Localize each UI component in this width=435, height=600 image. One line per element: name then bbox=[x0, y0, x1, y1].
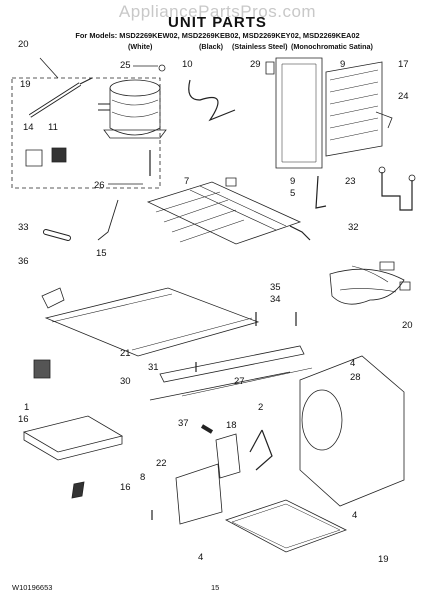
callout-35: 35 bbox=[270, 282, 281, 293]
callout-14: 16 bbox=[120, 482, 131, 493]
part-23 bbox=[381, 172, 413, 211]
part-28 bbox=[299, 355, 405, 507]
document-number: W10196653 bbox=[12, 583, 53, 592]
part-27 bbox=[181, 367, 313, 397]
part-36 bbox=[41, 287, 65, 309]
part-10 bbox=[51, 147, 67, 163]
callout-11: 14 bbox=[23, 122, 34, 133]
part-25 bbox=[158, 64, 166, 72]
part-7 bbox=[275, 57, 323, 169]
callout-4b: 4 bbox=[352, 510, 357, 521]
callout-26: 26 bbox=[94, 180, 105, 191]
part-11 bbox=[25, 149, 43, 167]
callout-5: 7 bbox=[184, 176, 189, 187]
callout-28: 28 bbox=[350, 372, 361, 383]
callout-29: 29 bbox=[250, 59, 261, 70]
compressor-base bbox=[103, 129, 167, 139]
part-21 bbox=[44, 287, 260, 357]
part-15 bbox=[325, 61, 383, 157]
callout-24: 24 bbox=[398, 91, 409, 102]
color-monochromatic: (Monochromatic Satina) bbox=[291, 42, 373, 51]
callout-16: 18 bbox=[226, 420, 237, 431]
callout-27: 27 bbox=[234, 376, 245, 387]
part-37 bbox=[200, 424, 214, 434]
callout-4c: 4 bbox=[198, 552, 203, 563]
part-18 bbox=[329, 268, 405, 305]
callout-37: 37 bbox=[178, 418, 189, 429]
callout-18: 20 bbox=[402, 320, 413, 331]
page-title: UNIT PARTS bbox=[168, 14, 267, 31]
part-16 bbox=[215, 433, 241, 479]
callout-25: 25 bbox=[120, 60, 131, 71]
compressor-top bbox=[109, 79, 161, 97]
callout-23: 23 bbox=[345, 176, 356, 187]
callout-2: 2 bbox=[258, 402, 263, 413]
callout-3: 5 bbox=[290, 188, 295, 199]
color-black: (Black) bbox=[199, 42, 223, 51]
callout-21: 21 bbox=[120, 348, 131, 359]
part-24 bbox=[375, 111, 393, 129]
compressor-body bbox=[109, 88, 161, 136]
callout-31: 31 bbox=[148, 362, 159, 373]
part-8 bbox=[188, 79, 236, 122]
callout-34: 34 bbox=[270, 294, 281, 305]
models-line: For Models: MSD2269KEW02, MSD2269KEB02, … bbox=[75, 31, 360, 40]
part-32 bbox=[289, 225, 311, 241]
callout-20: 20 bbox=[18, 39, 29, 50]
part-13 bbox=[22, 415, 124, 453]
callout-4a: 4 bbox=[350, 358, 355, 369]
part-2 bbox=[249, 429, 273, 471]
callout-10: 11 bbox=[48, 122, 58, 133]
color-stainless: (Stainless Steel) bbox=[232, 42, 288, 51]
callout-6: 8 bbox=[140, 472, 145, 483]
callout-7: 9 bbox=[340, 59, 345, 70]
watermark: AppliancePartsPros.com bbox=[118, 2, 317, 21]
page-number: 15 bbox=[211, 583, 220, 592]
part-14 bbox=[71, 481, 85, 499]
callout-13: 16 bbox=[18, 414, 29, 425]
color-white: (White) bbox=[128, 42, 153, 51]
callout-9: 9 bbox=[290, 176, 295, 187]
part-5 bbox=[225, 177, 237, 187]
shroud-opening bbox=[301, 389, 343, 451]
callout-32: 32 bbox=[348, 222, 359, 233]
callout-labels: 20 19 14 11 25 26 10 29 9 17 24 23 7 9 5… bbox=[18, 39, 413, 565]
part-22 bbox=[175, 463, 223, 525]
leader-20 bbox=[39, 57, 59, 79]
callout-33: 33 bbox=[18, 222, 29, 233]
callout-17: 19 bbox=[378, 554, 389, 565]
part-30 bbox=[159, 345, 305, 383]
callout-8: 10 bbox=[182, 59, 193, 70]
part-9 bbox=[315, 175, 327, 209]
callout-1: 1 bbox=[24, 402, 29, 413]
callout-30: 30 bbox=[120, 376, 131, 387]
part-29 bbox=[265, 61, 275, 75]
callout-12: 15 bbox=[96, 248, 107, 259]
callout-15: 17 bbox=[398, 59, 409, 70]
callout-36: 36 bbox=[18, 256, 29, 267]
callout-22: 22 bbox=[156, 458, 167, 469]
compressor-group-box bbox=[11, 77, 161, 189]
part-17 bbox=[224, 499, 348, 553]
callout-19: 19 bbox=[20, 79, 31, 90]
part-1 bbox=[33, 359, 51, 379]
part-12 bbox=[97, 199, 119, 241]
part-3 bbox=[146, 181, 302, 245]
